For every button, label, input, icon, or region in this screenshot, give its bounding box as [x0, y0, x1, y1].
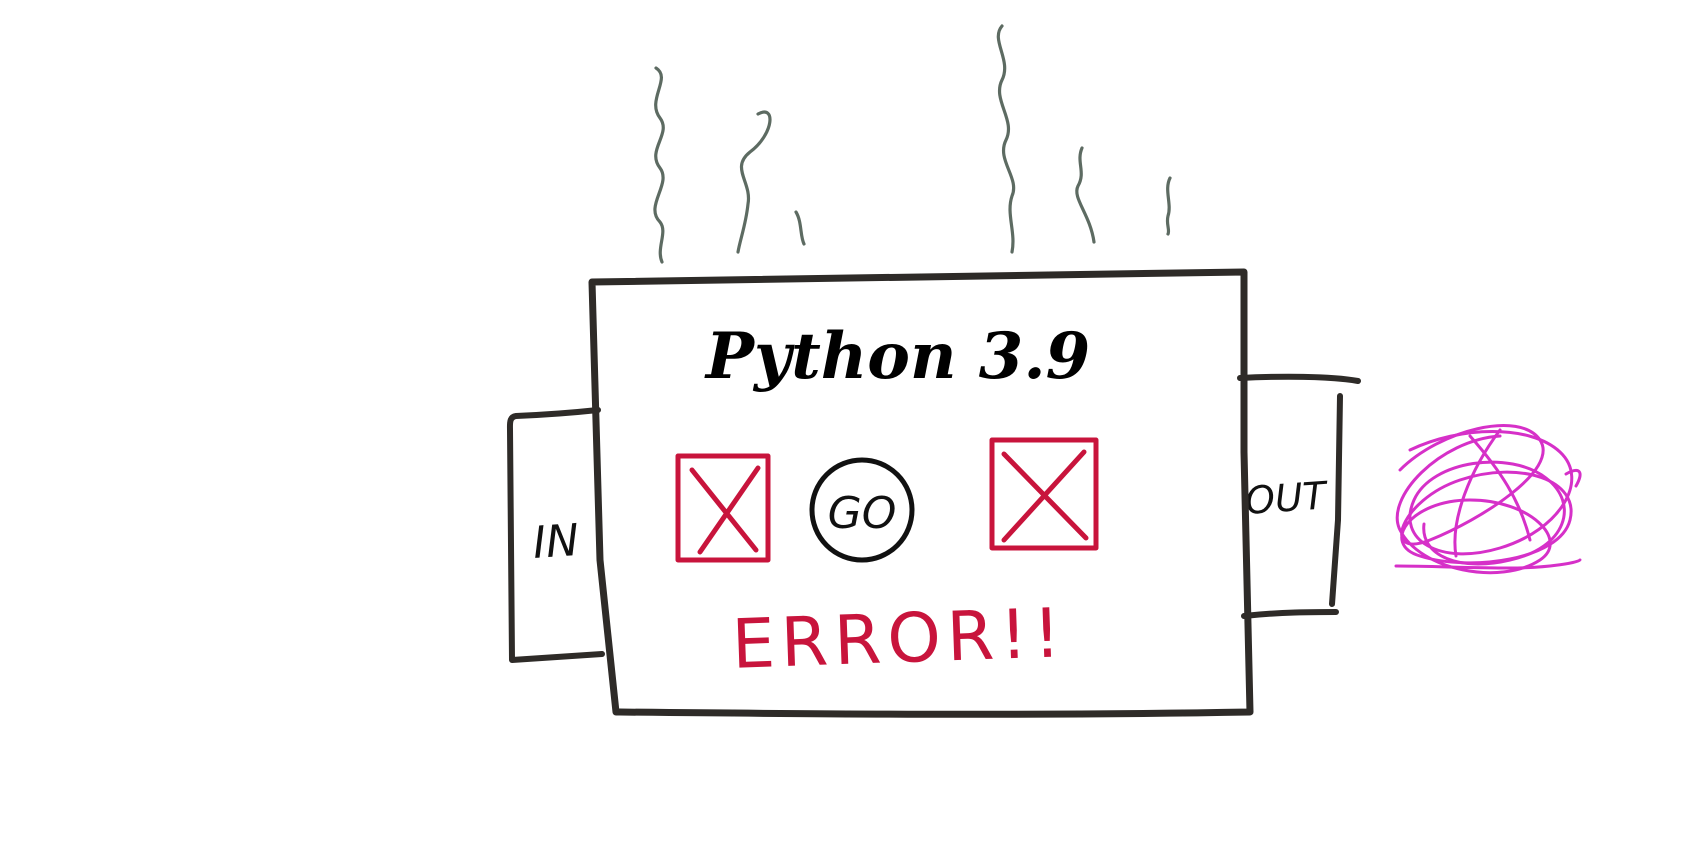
- output-port: OUT: [1237, 373, 1361, 619]
- steam-wisp: [996, 24, 1016, 254]
- input-label: IN: [531, 515, 580, 569]
- scribble-stroke: [1394, 558, 1582, 570]
- go-button: GO: [809, 457, 915, 563]
- output-port-outline: [1237, 373, 1361, 384]
- steam-wisp: [736, 110, 772, 254]
- scribble-stroke: [1408, 430, 1574, 566]
- steam-wisp: [653, 66, 665, 264]
- output-port-side: [1329, 393, 1343, 607]
- left-x-box-frame: [675, 453, 771, 563]
- error-message: ERROR!!: [731, 594, 1068, 685]
- machine-box: [588, 268, 1254, 718]
- right-x-box-cross: [1001, 449, 1089, 543]
- steam-wisp: [1075, 146, 1096, 244]
- x-box-icon: [989, 437, 1099, 551]
- steam-wisp: [794, 210, 806, 246]
- left-x-box-cross: [689, 465, 761, 555]
- steam-wisp: [1165, 176, 1172, 236]
- scribble-icon: [1394, 424, 1582, 575]
- machine-title: Python 3.9: [704, 319, 1090, 394]
- right-x-box-frame: [989, 437, 1099, 551]
- output-label: OUT: [1244, 473, 1331, 523]
- scribble-stroke: [1453, 428, 1532, 558]
- steam-wisps-icon: [653, 24, 1172, 264]
- input-port: IN: [506, 407, 605, 663]
- scribble-stroke: [1564, 469, 1582, 488]
- go-label: GO: [828, 488, 897, 539]
- x-box-icon: [675, 453, 771, 563]
- output-port-bottom: [1241, 609, 1339, 619]
- input-port-outline: [506, 407, 605, 663]
- circle-go-icon: [809, 457, 915, 563]
